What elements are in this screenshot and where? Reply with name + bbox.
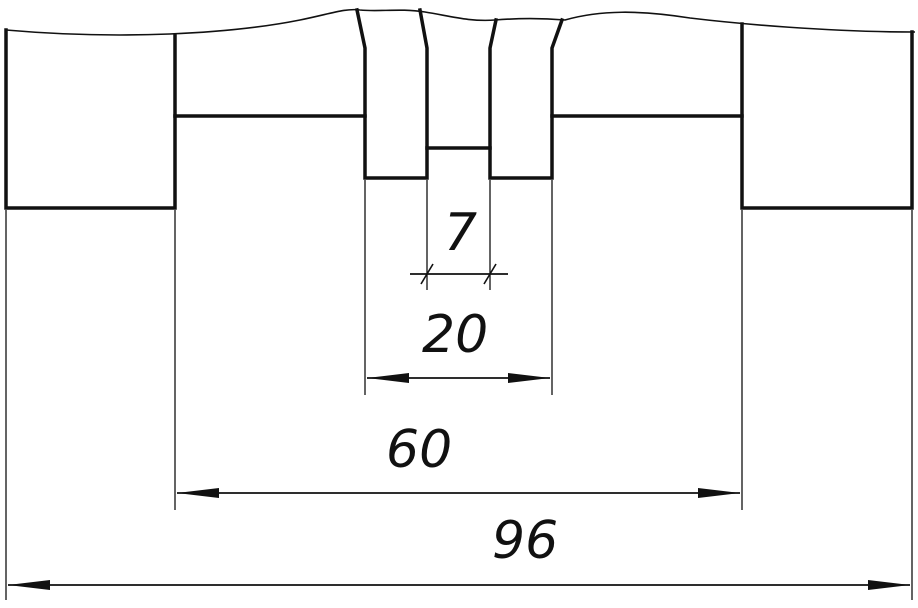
left-block-outline (4, 28, 177, 210)
arrow-right-96 (868, 580, 910, 590)
dimension-20: 20 (367, 305, 550, 383)
dim-label-96: 96 (492, 511, 558, 571)
arrow-left-96 (8, 580, 50, 590)
right-tooth-outline (488, 17, 565, 180)
arrow-right-20 (508, 373, 550, 383)
arrow-right-60 (698, 488, 740, 498)
break-line (5, 8, 916, 36)
tick-left-7 (420, 263, 434, 285)
right-block-outline (740, 22, 914, 210)
extension-lines (5, 180, 913, 600)
dim-label-20: 20 (422, 305, 488, 365)
tick-right-7 (483, 263, 497, 285)
dimension-7: 7 (410, 203, 508, 285)
part-outline (4, 7, 914, 210)
arrow-left-60 (177, 488, 219, 498)
arrow-left-20 (367, 373, 409, 383)
dimension-60: 60 (177, 420, 740, 498)
dim-label-60: 60 (386, 420, 452, 480)
dim-label-7: 7 (444, 203, 477, 263)
dimension-96: 96 (8, 511, 910, 590)
left-tooth-outline (354, 7, 429, 180)
